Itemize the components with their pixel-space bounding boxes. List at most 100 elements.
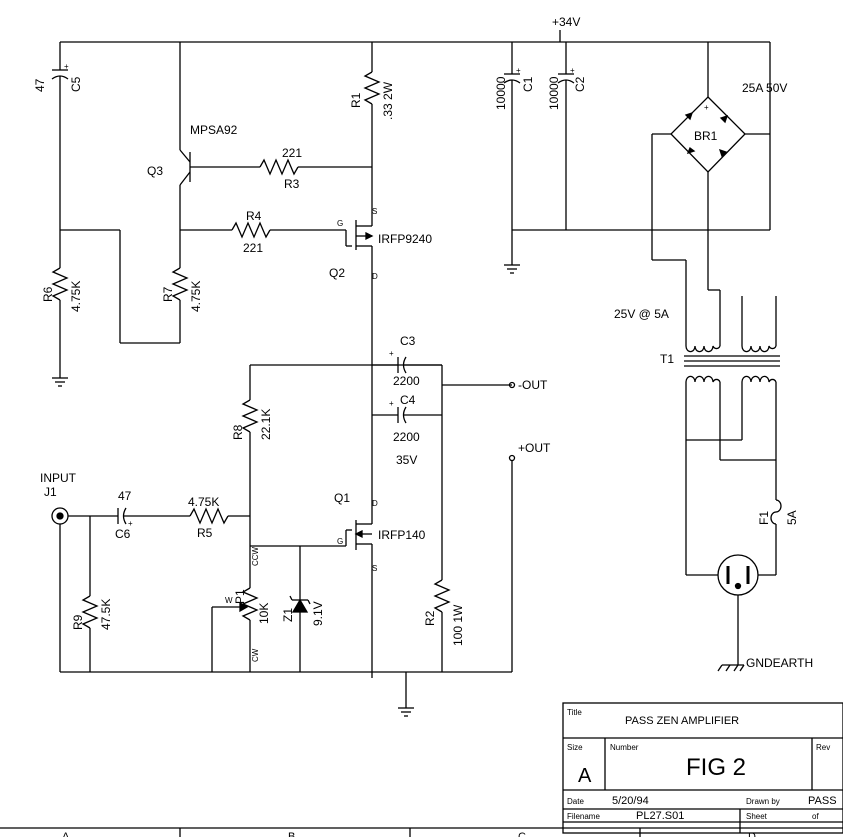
t1-ref: T1 [660, 352, 674, 366]
supply-ground [504, 264, 520, 274]
q3-ref: Q3 [147, 164, 163, 178]
rev-label: Rev [816, 743, 830, 752]
p1-value: 10K [257, 603, 271, 624]
q2-drain-label: D [372, 272, 378, 281]
drawn-value: PASS [808, 795, 837, 807]
c3-ref: C3 [400, 334, 416, 348]
q1-source-label: S [372, 564, 377, 573]
c4-value: 2200 [393, 430, 420, 444]
drawing-title: PASS ZEN AMPLIFIER [625, 715, 739, 727]
zone-a: A [62, 831, 70, 837]
q1-ref: Q1 [334, 491, 350, 505]
f1-fuse: F1 5A [757, 460, 799, 575]
zone-b: B [288, 831, 295, 837]
r3-value: 221 [282, 146, 302, 160]
c6-ref: C6 [115, 527, 131, 541]
br1-bridge: + 25A 50V BR1 [651, 42, 787, 260]
supply-rail: +34V [60, 15, 770, 43]
c4-ref: C4 [400, 393, 416, 407]
c5-value: 47 [33, 78, 47, 92]
q2-gate-label: G [337, 219, 343, 228]
zone-border: A B C D [0, 827, 843, 837]
r9-ref: R9 [71, 614, 85, 630]
q1-drain-label: D [372, 499, 378, 508]
r5-ref: R5 [197, 526, 213, 540]
input-section: INPUT J1 + 47 C6 4.75K R5 [40, 471, 250, 672]
filename-label: Filename [567, 812, 600, 821]
c1-value: 10000 [494, 76, 508, 110]
br1-value: 25A 50V [742, 81, 787, 95]
figure-number: FIG 2 [686, 754, 746, 781]
c2-ref: C2 [573, 76, 587, 92]
r6-ref: R6 [41, 286, 55, 302]
q3-part: MPSA92 [190, 123, 238, 137]
r8-value: 22.1K [259, 409, 273, 440]
q2-source-label: S [372, 207, 377, 216]
date-label: Date [567, 797, 584, 806]
q1-mosfet: G D S IRFP140 Q1 [250, 491, 426, 678]
size-label: Size [567, 743, 583, 752]
filename-value: PL27.S01 [636, 810, 684, 822]
r8-resistor: R8 22.1K [231, 399, 273, 570]
r2-value: 100 1W [451, 604, 465, 646]
q2-ref: Q2 [329, 266, 345, 280]
r7-ref: R7 [161, 286, 175, 302]
br1-ref: BR1 [694, 129, 718, 143]
f1-value: 5A [785, 510, 799, 525]
r7-resistor: R7 4.75K [119, 230, 203, 344]
svg-text:+: + [704, 103, 709, 112]
c4-voltage: 35V [396, 453, 417, 467]
c5-capacitor: + 47 C5 [33, 42, 83, 230]
supply-label: +34V [552, 15, 580, 29]
svg-text:+: + [389, 399, 394, 408]
f1-ref: F1 [757, 511, 771, 525]
r9-value: 47.5K [99, 599, 113, 630]
c1-capacitor: + 10000 C1 [494, 42, 535, 265]
z1-value: 9.1V [311, 601, 325, 626]
gndearth-label: GNDEARTH [746, 656, 813, 670]
r4-ref: R4 [246, 209, 262, 223]
q2-mosfet: G S D IRFP9240 Q2 [329, 207, 432, 365]
p1-ref: P1 [233, 589, 247, 604]
number-label: Number [610, 743, 639, 752]
svg-text:+: + [128, 519, 133, 528]
q1-gate-label: G [337, 537, 343, 546]
zone-d: D [748, 831, 756, 837]
p1-potentiometer: W CCW CW P1 10K [211, 546, 271, 672]
r8-ref: R8 [231, 424, 245, 440]
q2-part: IRFP9240 [378, 232, 432, 246]
c1-ref: C1 [521, 76, 535, 92]
ground-rail: +OUT [60, 441, 551, 717]
svg-text:+: + [389, 349, 394, 358]
svg-text:+: + [64, 62, 69, 71]
p1-wiper-label: W [225, 596, 233, 605]
z1-ref: Z1 [281, 608, 295, 622]
sheet-label: Sheet [746, 812, 768, 821]
j1-ref: J1 [44, 485, 57, 499]
svg-text:+: + [516, 66, 521, 75]
date-value: 5/20/94 [612, 795, 649, 807]
q1-part: IRFP140 [378, 528, 426, 542]
r1-resistor: R1 .33 2W [349, 42, 395, 208]
c3-value: 2200 [393, 374, 420, 388]
title-label: Title [567, 708, 582, 717]
title-block: Title PASS ZEN AMPLIFIER Size A Number F… [562, 702, 843, 834]
r5-value: 4.75K [188, 495, 219, 509]
t1-transformer: 25V @ 5A T1 [614, 259, 780, 575]
r9-resistor: R9 47.5K [71, 516, 113, 672]
r3-resistor: 221 R3 [259, 146, 372, 191]
c6-value: 47 [118, 489, 132, 503]
p1-ccw-label: CCW [251, 546, 260, 566]
r6-resistor: R6 4.75K [41, 230, 83, 387]
p1-cw-label: CW [251, 648, 260, 662]
drawn-label: Drawn by [746, 797, 780, 806]
c5-ref: C5 [69, 76, 83, 92]
r3-ref: R3 [284, 177, 300, 191]
z1-zener: Z1 9.1V [281, 546, 325, 672]
r6-value: 4.75K [69, 281, 83, 312]
r1-value: .33 2W [381, 81, 395, 120]
pos-out-label: +OUT [518, 441, 551, 455]
r2-resistor: R2 100 1W [423, 579, 465, 672]
c2-capacitor: + 10000 C2 [547, 42, 587, 230]
r1-ref: R1 [349, 92, 363, 108]
